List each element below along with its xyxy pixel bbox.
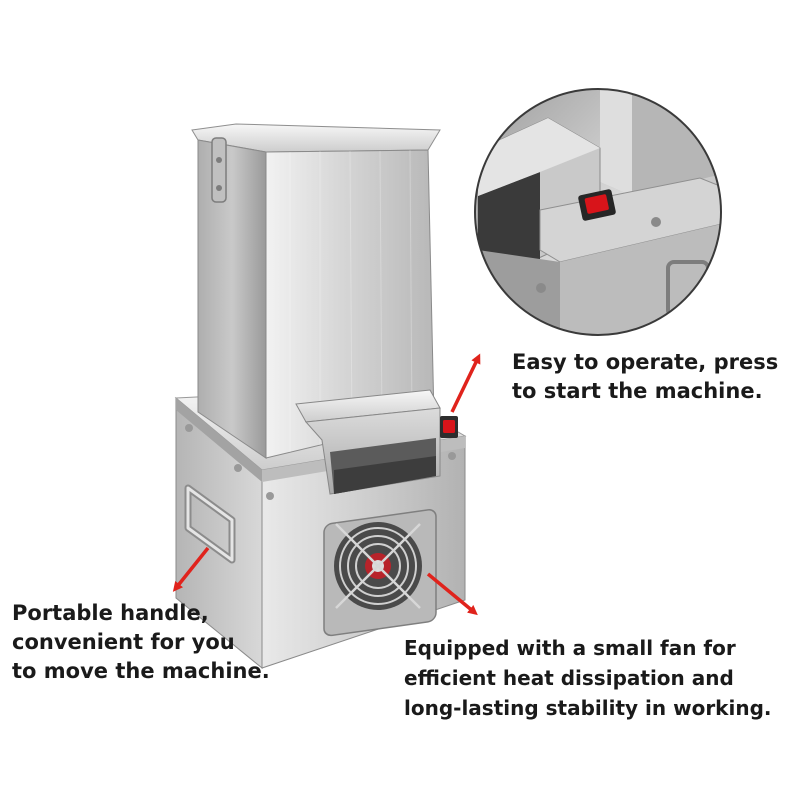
caption-line: efficient heat dissipation and [404, 666, 734, 690]
rivet-icon [266, 492, 274, 500]
caption-line: long-lasting stability in working. [404, 696, 772, 720]
caption-line: to start the machine. [512, 379, 763, 403]
caption-easy-operate: Easy to operate, press to start the mach… [512, 348, 778, 406]
red-arrow-icon [450, 353, 481, 413]
machine-body [191, 123, 441, 459]
caption-portable-handle: Portable handle, convenient for you to m… [12, 599, 270, 686]
caption-line: Portable handle, [12, 601, 209, 625]
rivet-icon [234, 464, 242, 472]
caption-line: Equipped with a small fan for [404, 636, 736, 660]
caption-line: to move the machine. [12, 659, 270, 683]
switch-zoom-detail [474, 88, 722, 336]
rivet-icon [448, 452, 456, 460]
caption-line: Easy to operate, press [512, 350, 779, 374]
red-arrow-icon [426, 572, 478, 616]
red-arrow-icon [172, 546, 210, 592]
handle-icon [184, 484, 236, 564]
rivet-icon [185, 424, 193, 432]
fan-icon [323, 509, 437, 637]
caption-small-fan: Equipped with a small fan for efficient … [404, 633, 772, 723]
discharge-chute [295, 389, 441, 495]
lid-latch-icon [211, 137, 227, 203]
caption-line: convenient for you [12, 630, 235, 654]
power-switch-icon [440, 416, 458, 438]
